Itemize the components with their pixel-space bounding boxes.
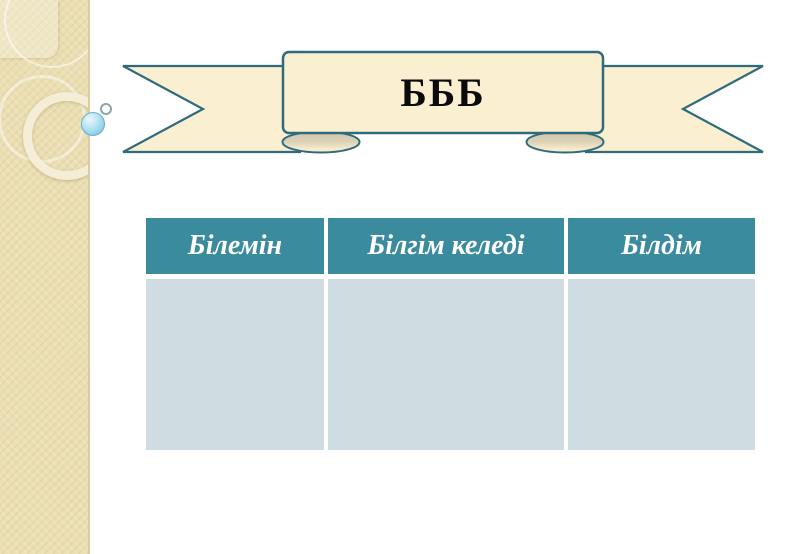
ring-decoration (23, 92, 88, 180)
table-header-know: Білемін (146, 218, 324, 274)
ribbon-left-fold (281, 130, 361, 154)
sidebar-decoration (0, 0, 90, 554)
table-cell-want-to-know (328, 279, 564, 450)
table-cell-know (146, 279, 324, 450)
table-cell-learned (568, 279, 755, 450)
kwl-table: Білемін Білгім келеді Білдім (146, 218, 755, 450)
ribbon-right-fold (525, 130, 605, 154)
ribbon-left-wing (122, 64, 302, 154)
small-circle-decoration (100, 103, 112, 115)
table-header-want-to-know: Білгім келеді (328, 218, 564, 274)
ribbon-right-wing (584, 64, 764, 154)
sphere-decoration (81, 112, 105, 136)
table-header-learned: Білдім (568, 218, 755, 274)
banner-title: БББ (400, 70, 486, 115)
